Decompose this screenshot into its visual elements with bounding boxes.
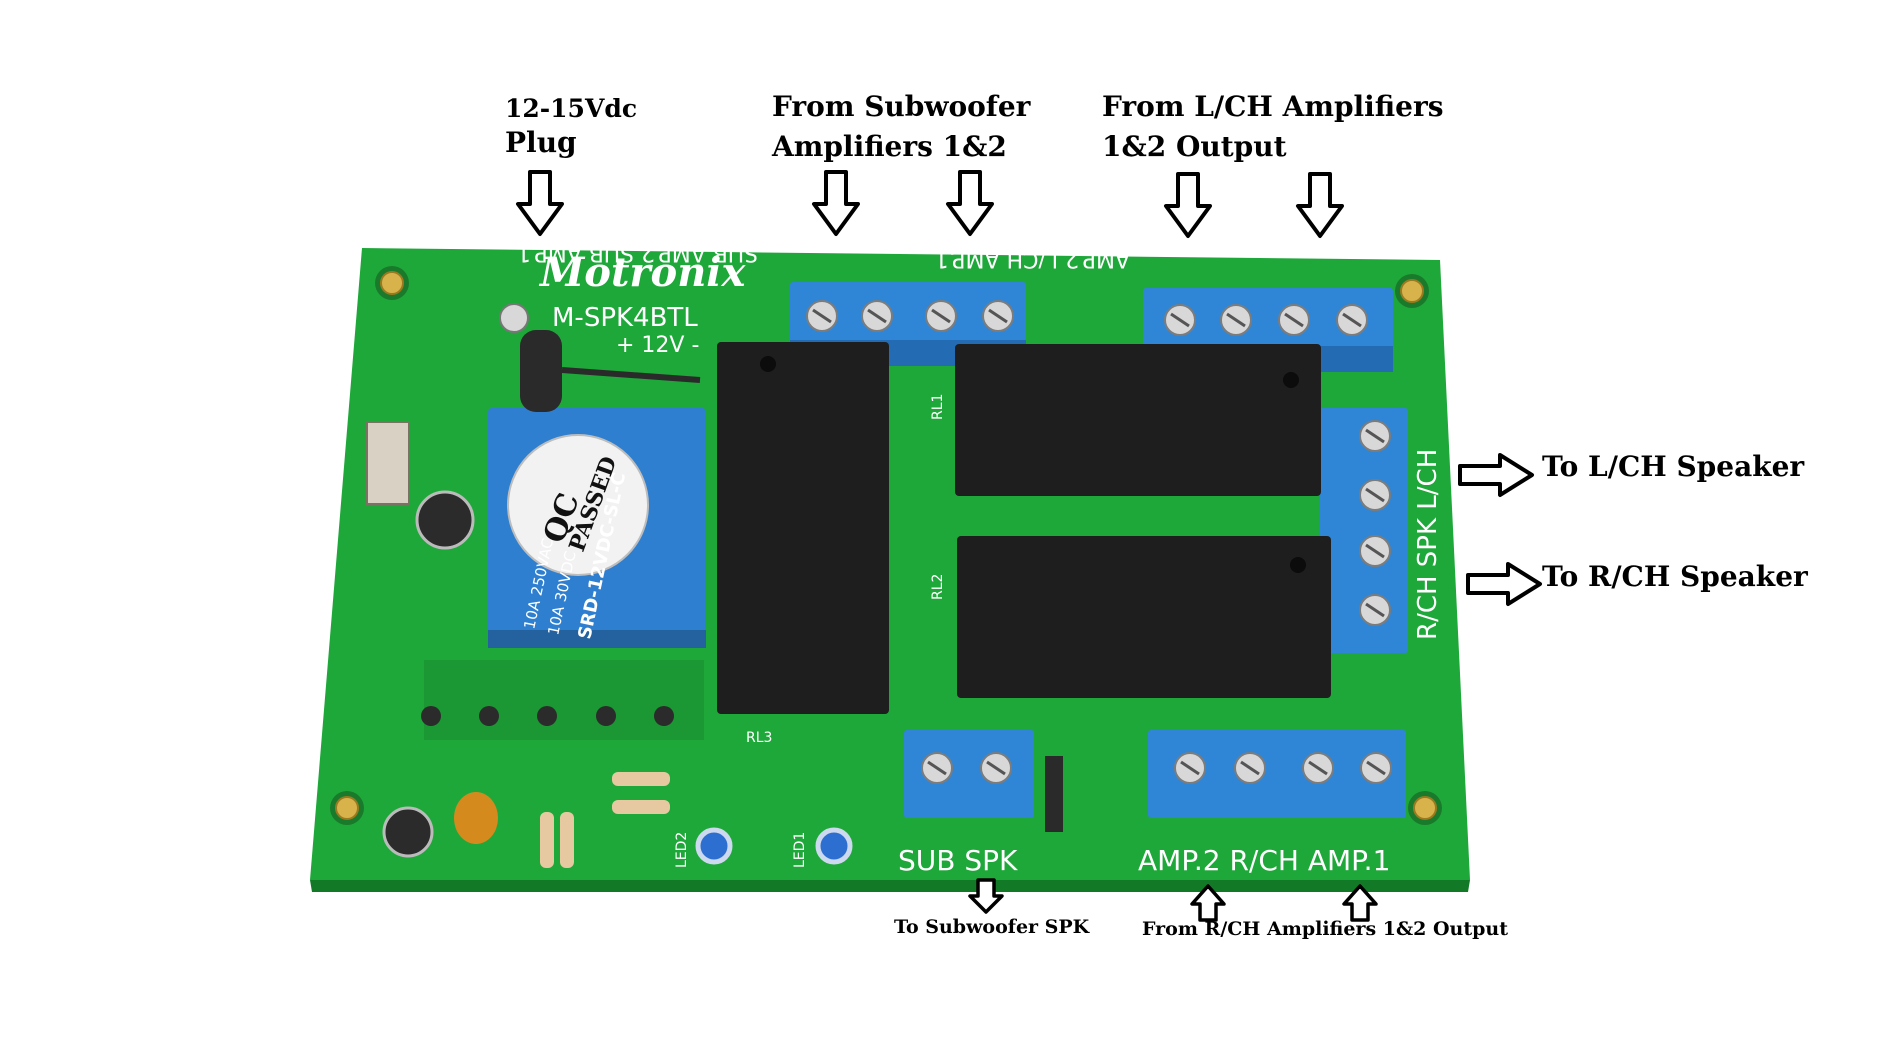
resistor-r3 xyxy=(560,812,574,868)
led-2 xyxy=(695,827,733,865)
resistor-r1 xyxy=(612,772,670,786)
top-silk-sub: SUB AMP.2 SUB AMP.1 xyxy=(517,240,758,265)
capacitor-c1 xyxy=(415,490,475,550)
arrow-sub-amp-1-icon xyxy=(812,170,860,236)
label-to-rch-speaker: To R/CH Speaker xyxy=(1542,560,1808,593)
resistor-r4 xyxy=(540,812,554,868)
antenna-coil xyxy=(520,330,701,412)
brand-silk: Motronix xyxy=(538,249,746,296)
arrow-power-icon xyxy=(516,170,564,236)
rl2-silk: RL2 xyxy=(930,574,946,600)
mount-hole-top-left xyxy=(374,265,410,301)
relay-rl1 xyxy=(955,344,1321,496)
terminal-block-rch-amp xyxy=(1148,730,1406,818)
arrow-to-lch-icon xyxy=(1458,453,1534,497)
arrow-sub-amp-2-icon xyxy=(946,170,994,236)
model-silk: M-SPK4BTL xyxy=(552,303,698,333)
arrow-lch-amp-1-icon xyxy=(1164,172,1212,238)
led2-silk: LED2 xyxy=(674,832,690,868)
label-lch-amp-line1: From L/CH Amplifiers xyxy=(1102,90,1444,123)
mount-hole-bottom-left xyxy=(329,790,365,826)
capacitor-ceramic xyxy=(454,792,498,844)
mount-hole-bottom-right xyxy=(1407,790,1443,826)
mount-hole-top-right xyxy=(1394,273,1430,309)
label-from-rch-amp: From R/CH Amplifiers 1&2 Output xyxy=(1142,918,1508,940)
arrow-to-rch-icon xyxy=(1466,562,1542,606)
sub-spk-silk: SUB SPK xyxy=(898,844,1018,877)
rl1-silk: RL1 xyxy=(930,394,946,420)
screw-terminal-row xyxy=(421,660,704,740)
led-1 xyxy=(815,827,853,865)
terminal-block-sub-spk xyxy=(904,730,1034,818)
tact-switch xyxy=(366,421,410,505)
label-sub-amp-line2: Amplifiers 1&2 xyxy=(772,130,1007,163)
led1-silk: LED1 xyxy=(792,832,808,868)
label-lch-amp-line2: 1&2 Output xyxy=(1102,130,1287,163)
label-power-line1: 12-15Vdc xyxy=(505,94,638,123)
relay-rl3 xyxy=(717,342,889,714)
label-sub-amp-line1: From Subwoofer xyxy=(772,90,1031,123)
diode xyxy=(1045,756,1063,832)
label-power-line2: Plug xyxy=(505,126,577,159)
label-to-sub-spk: To Subwoofer SPK xyxy=(894,916,1090,938)
power-screw xyxy=(499,303,529,333)
top-silk-lch: AMP.2 L/CH AMP.1 xyxy=(935,246,1130,271)
capacitor-c2 xyxy=(382,806,434,858)
rl3-silk: RL3 xyxy=(746,730,772,746)
pcb-edge-shadow xyxy=(310,880,1470,892)
relay-rl2 xyxy=(957,536,1331,698)
terminal-block-speaker-out xyxy=(1320,408,1408,653)
label-to-lch-speaker: To L/CH Speaker xyxy=(1542,450,1805,483)
arrow-lch-amp-2-icon xyxy=(1296,172,1344,238)
power-silk: + 12V - xyxy=(616,333,699,358)
resistor-r2 xyxy=(612,800,670,814)
side-silk: R/CH SPK L/CH xyxy=(1413,449,1443,640)
relay-blue-srd xyxy=(488,408,706,648)
bottom-silk: AMP.2 R/CH AMP.1 xyxy=(1138,844,1390,877)
